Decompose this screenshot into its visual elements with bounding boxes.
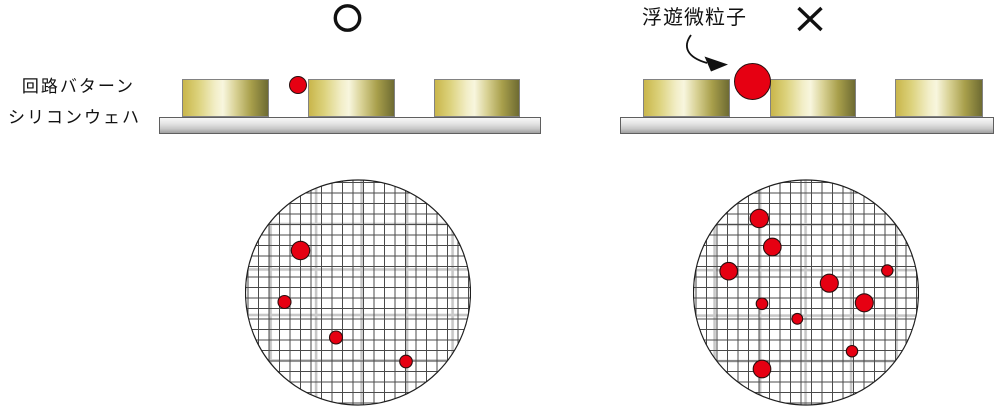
small-particle [288,75,308,95]
wafer-grid-fine [693,180,919,405]
silicon-wafer-bar-good [159,117,541,134]
pass-mark-icon [333,4,362,32]
particle-dot [791,312,804,325]
circuit-block [308,79,395,117]
particle-dot [749,208,770,229]
wafer-outline [245,179,471,406]
particle-dots-left [277,240,413,369]
airborne-particle-ball [733,62,771,100]
silicon-wafer-label: シリコンウェハ [8,108,141,128]
particle-dot [752,359,772,379]
particle-dot [399,354,413,369]
particle-dot [290,240,311,261]
silicon-wafer-bar-bad [620,117,994,134]
wafer-map-right [693,179,919,406]
circuit-block [434,79,520,117]
particle-dot [881,264,894,277]
particle-dot [762,237,782,257]
particle-dot [755,297,769,311]
circuit-block [895,79,983,117]
particle-dot [719,261,739,281]
particle-dot [854,293,874,313]
airborne-particle-label: 浮遊微粒子 [642,5,747,29]
wafer-outline [693,179,919,406]
circuit-pattern-label: 回路バターン [21,77,135,97]
arrowhead-icon [704,56,728,72]
wafer-map-left [245,179,471,406]
particle-dot [328,330,344,345]
circuit-block [770,79,856,117]
particle-dot [819,273,839,293]
particle-dot [277,294,292,310]
particle-pointer-arrow [686,34,708,64]
particle-dot [845,344,859,358]
circuit-block [643,79,730,117]
particle-dots-right [719,208,894,379]
circuit-block [182,79,269,117]
wafer-grid-fine [245,180,471,405]
fail-mark-icon [797,6,823,32]
